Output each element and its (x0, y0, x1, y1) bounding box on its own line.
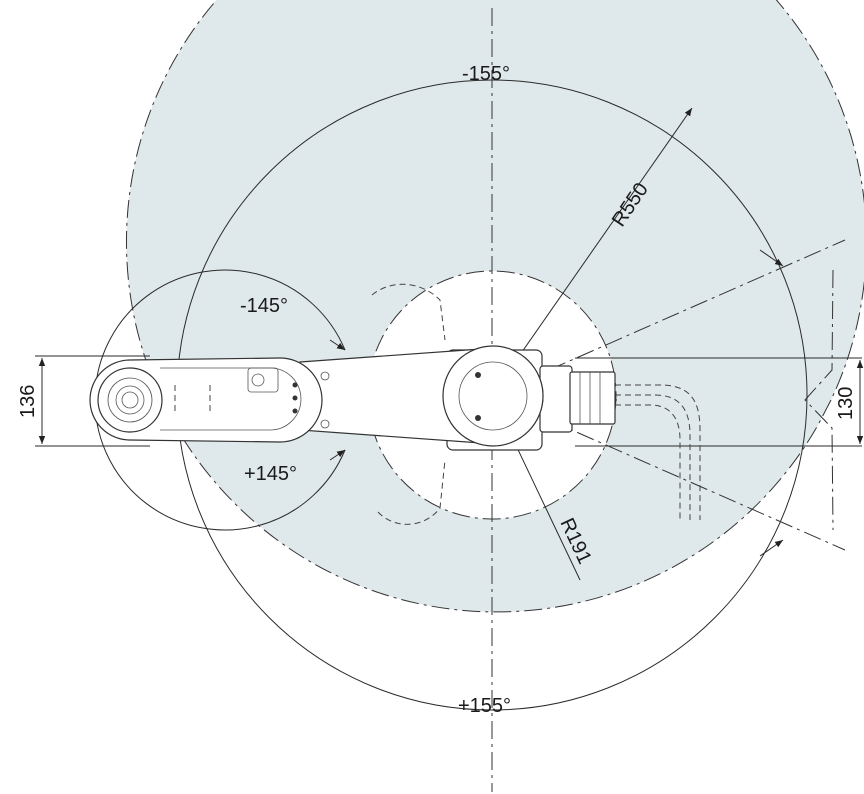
robot-arm-link-1 (299, 345, 544, 447)
ghost-arm-lower (377, 459, 446, 525)
width-right-label: 130 (835, 387, 857, 420)
angle-bottom-label: +155° (458, 695, 511, 717)
cable-bundle (615, 384, 701, 520)
ghost-arm-upper (371, 283, 446, 341)
arm-arc-arrow-top (329, 339, 346, 351)
angle-arm-pos-label: +145° (244, 463, 297, 485)
robot-wrist (97, 367, 211, 433)
r550-dimension-line (491, 107, 693, 396)
lower-limit-arrow (759, 539, 784, 557)
angle-arm-neg-label: -145° (240, 295, 288, 317)
angle-top-label: -155° (462, 63, 510, 85)
upper-limit-arrow (759, 249, 784, 267)
width-left-label: 136 (17, 385, 39, 418)
envelope-notch (804, 269, 834, 531)
arm-arc-arrow-bottom (329, 449, 346, 461)
